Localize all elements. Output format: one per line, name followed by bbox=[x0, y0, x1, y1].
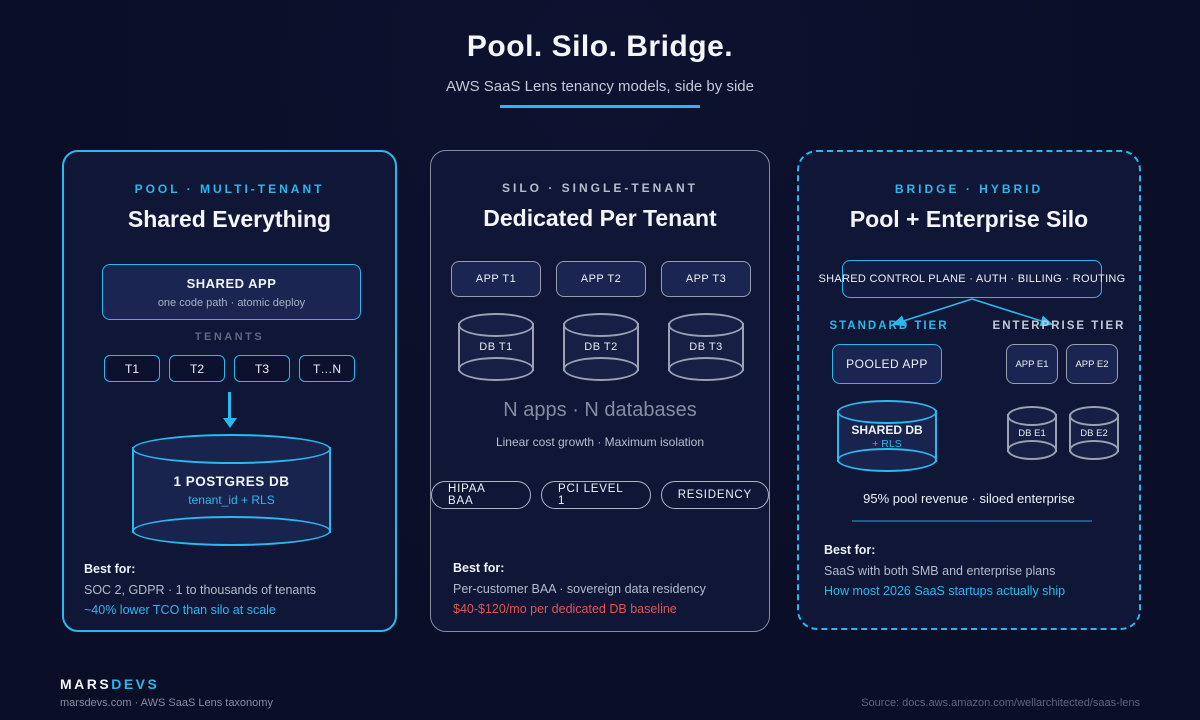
title-underline bbox=[500, 105, 700, 108]
shared-app-subtitle: one code path · atomic deploy bbox=[157, 296, 306, 309]
enterprise-tier-label: ENTERPRISE TIER bbox=[992, 320, 1126, 332]
footer-tagline: marsdevs.com · AWS SaaS Lens taxonomy bbox=[60, 697, 273, 709]
compliance-badge: RESIDENCY bbox=[660, 481, 769, 509]
enterprise-db-cylinder: DB E1 bbox=[1007, 406, 1057, 460]
compliance-badge: HIPAA BAA bbox=[431, 481, 532, 509]
best-for-highlight: $40-$120/mo per dedicated DB baseline bbox=[453, 602, 677, 616]
bridge-divider bbox=[852, 520, 1092, 522]
app-node: APP T3 bbox=[661, 261, 751, 297]
best-for-text: SOC 2, GDPR · 1 to thousands of tenants bbox=[84, 582, 317, 597]
silo-title: Dedicated Per Tenant bbox=[483, 205, 717, 231]
silo-summary-sub: Linear cost growth · Maximum isolation bbox=[495, 435, 705, 449]
shared-db-title: SHARED DB bbox=[851, 422, 923, 437]
silo-best-for: Best for: Per-customer BAA · sovereign d… bbox=[453, 558, 706, 620]
app-node: APP T1 bbox=[451, 261, 541, 297]
split-arrows-icon bbox=[891, 298, 1054, 327]
enterprise-app-node: APP E1 bbox=[1006, 344, 1058, 384]
brand-logo: MARSDEVS bbox=[60, 676, 159, 692]
app-node: APP T2 bbox=[556, 261, 646, 297]
compliance-badge-row: HIPAA BAA PCI LEVEL 1 RESIDENCY bbox=[431, 481, 769, 509]
shared-db-subtitle: + RLS bbox=[872, 437, 902, 450]
footer-source: Source: docs.aws.amazon.com/wellarchitec… bbox=[861, 697, 1140, 709]
page-title: Pool. Silo. Bridge. bbox=[466, 30, 734, 63]
revenue-note: 95% pool revenue · siloed enterprise bbox=[863, 491, 1075, 506]
db-label: DB T3 bbox=[689, 341, 723, 353]
pool-best-for: Best for: SOC 2, GDPR · 1 to thousands o… bbox=[84, 559, 316, 621]
best-for-label: Best for: bbox=[453, 561, 505, 575]
silo-summary: N apps · N databases bbox=[503, 399, 697, 421]
best-for-label: Best for: bbox=[824, 543, 876, 557]
db-cylinder: DB T2 bbox=[563, 313, 639, 381]
best-for-text: Per-customer BAA · sovereign data reside… bbox=[453, 581, 706, 596]
enterprise-db-cylinder: DB E2 bbox=[1069, 406, 1119, 460]
best-for-label: Best for: bbox=[84, 562, 136, 576]
silo-kicker: SILO · SINGLE-TENANT bbox=[502, 181, 698, 195]
shared-db-cylinder: SHARED DB + RLS bbox=[837, 400, 937, 472]
control-plane-label: SHARED CONTROL PLANE · AUTH · BILLING · … bbox=[818, 273, 1126, 285]
pool-panel: POOL · MULTI-TENANT Shared Everything SH… bbox=[62, 150, 397, 632]
bridge-kicker: BRIDGE · HYBRID bbox=[894, 182, 1044, 196]
bridge-title: Pool + Enterprise Silo bbox=[849, 206, 1089, 232]
standard-tier-label: STANDARD TIER bbox=[829, 320, 949, 332]
db-cylinder: DB T1 bbox=[458, 313, 534, 381]
silo-panel: SILO · SINGLE-TENANT Dedicated Per Tenan… bbox=[430, 150, 770, 632]
bridge-panel: BRIDGE · HYBRID Pool + Enterprise Silo S… bbox=[797, 150, 1141, 630]
enterprise-app-node: APP E2 bbox=[1066, 344, 1118, 384]
tenant-node: T1 bbox=[104, 355, 160, 382]
shared-app-title: SHARED APP bbox=[186, 275, 277, 291]
db-label: DB E2 bbox=[1080, 427, 1108, 439]
shared-app-node: SHARED APP one code path · atomic deploy bbox=[102, 264, 361, 320]
best-for-text: SaaS with both SMB and enterprise plans bbox=[824, 563, 1056, 578]
down-arrow-icon bbox=[64, 392, 395, 428]
db-label: DB T2 bbox=[584, 341, 618, 353]
postgres-db-cylinder: 1 POSTGRES DB tenant_id + RLS bbox=[132, 434, 331, 546]
pool-kicker: POOL · MULTI-TENANT bbox=[134, 182, 325, 196]
tenant-node: T2 bbox=[169, 355, 225, 382]
pool-title: Shared Everything bbox=[127, 206, 332, 232]
db-label: DB T1 bbox=[479, 341, 513, 353]
compliance-badge: PCI LEVEL 1 bbox=[541, 481, 651, 509]
silo-app-row: APP T1 APP T2 APP T3 bbox=[451, 261, 751, 297]
best-for-highlight: How most 2026 SaaS startups actually shi… bbox=[824, 584, 1066, 598]
tenant-node: T…N bbox=[299, 355, 355, 382]
control-plane-node: SHARED CONTROL PLANE · AUTH · BILLING · … bbox=[818, 260, 1125, 298]
tenant-node: T3 bbox=[234, 355, 290, 382]
pooled-app-node: POOLED APP bbox=[832, 344, 942, 384]
postgres-db-title: 1 POSTGRES DB bbox=[173, 473, 290, 489]
brand-primary: MARS bbox=[60, 676, 112, 692]
db-label: DB E1 bbox=[1018, 427, 1046, 439]
tenant-row: T1 T2 T3 T…N bbox=[64, 355, 395, 382]
postgres-db-subtitle: tenant_id + RLS bbox=[188, 492, 275, 507]
best-for-highlight: ~40% lower TCO than silo at scale bbox=[84, 603, 276, 617]
bridge-best-for: Best for: SaaS with both SMB and enterpr… bbox=[824, 540, 1065, 602]
tenants-label: TENANTS bbox=[194, 331, 265, 343]
db-cylinder: DB T3 bbox=[668, 313, 744, 381]
page-subtitle: AWS SaaS Lens tenancy models, side by si… bbox=[446, 78, 754, 95]
brand-accent: DEVS bbox=[111, 676, 160, 692]
